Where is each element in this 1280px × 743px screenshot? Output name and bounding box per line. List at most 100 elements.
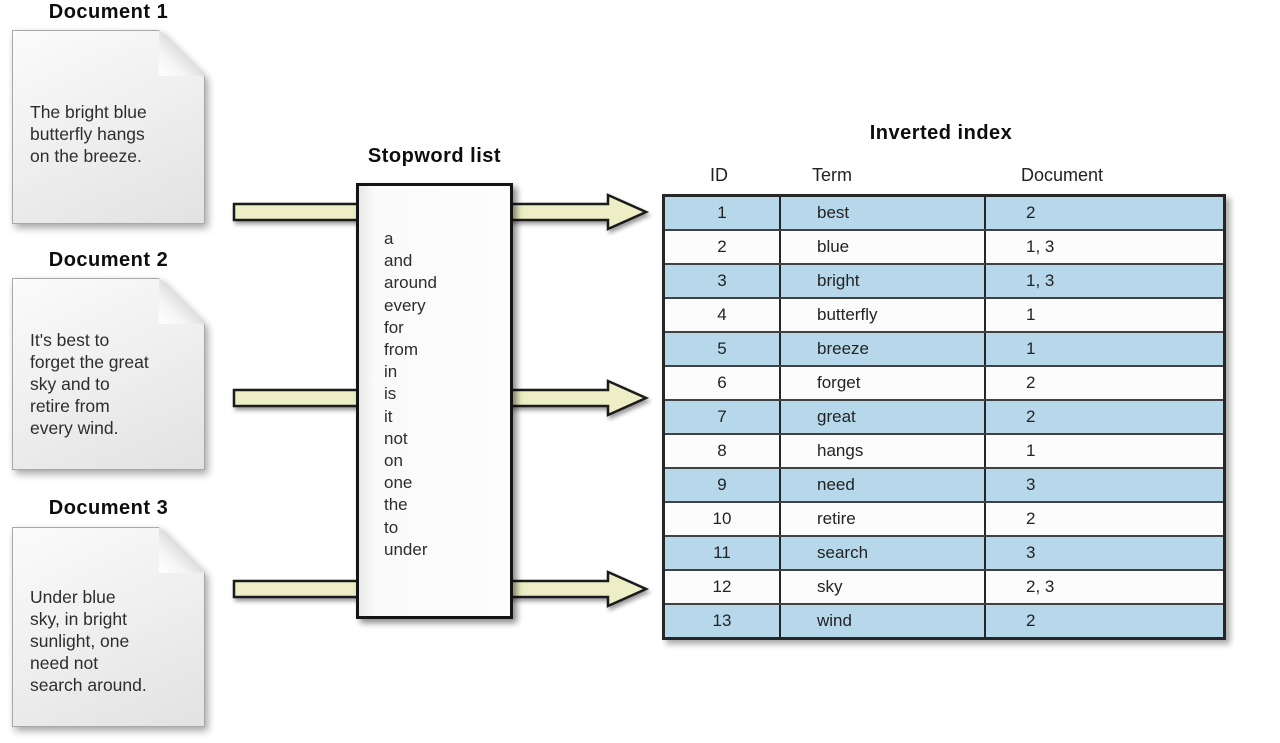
cell-term: sky xyxy=(779,571,984,603)
cell-doc: 1, 3 xyxy=(984,265,1223,297)
cell-term: bright xyxy=(779,265,984,297)
text-line: is xyxy=(384,384,397,404)
cell-doc: 1 xyxy=(984,299,1223,331)
document-2-label: Document 2 xyxy=(48,249,169,271)
cell-id: 10 xyxy=(712,509,732,528)
text-line: The bright blue xyxy=(30,102,147,122)
cell-id: 9 xyxy=(717,475,727,494)
cell-term: forget xyxy=(779,367,984,399)
cell-id: 13 xyxy=(712,611,732,630)
cell-doc: 1 xyxy=(984,333,1223,365)
stopword-list-title: Stopword list xyxy=(367,145,502,167)
cell-id: 1 xyxy=(717,203,727,222)
column-header-document: Document xyxy=(1021,165,1104,185)
text-line: it xyxy=(384,406,393,426)
cell-doc: 3 xyxy=(984,537,1223,569)
text-line: retire from xyxy=(30,396,110,416)
cell-term: wind xyxy=(779,605,984,637)
text-line: the xyxy=(384,495,408,515)
cell-id: 7 xyxy=(717,407,727,426)
cell-term: great xyxy=(779,401,984,433)
column-header-id: ID xyxy=(710,165,728,185)
text-line: under xyxy=(384,539,428,559)
text-line: search around. xyxy=(30,675,147,695)
cell-term: hangs xyxy=(779,435,984,467)
text-line: sky and to xyxy=(30,374,110,394)
cell-doc: 2 xyxy=(984,367,1223,399)
cell-id: 3 xyxy=(717,271,727,290)
inverted-index-title: Inverted index xyxy=(869,122,1013,144)
text-line: on the breeze. xyxy=(30,146,142,166)
text-line: need not xyxy=(30,653,99,673)
text-line: to xyxy=(384,517,399,537)
cell-term: best xyxy=(779,197,984,229)
text-line: sunlight, one xyxy=(30,631,130,651)
cell-term: butterfly xyxy=(779,299,984,331)
text-line: Under blue xyxy=(30,587,116,607)
document-3-label: Document 3 xyxy=(48,497,169,519)
cell-doc: 1, 3 xyxy=(984,231,1223,263)
cell-doc: 2 xyxy=(984,605,1223,637)
cell-id: 4 xyxy=(717,305,727,324)
text-line: from xyxy=(384,340,418,360)
cell-doc: 2 xyxy=(984,197,1223,229)
cell-doc: 3 xyxy=(984,469,1223,501)
cell-id: 8 xyxy=(717,441,727,460)
cell-id: 12 xyxy=(712,577,732,596)
cell-term: blue xyxy=(779,231,984,263)
cell-term: retire xyxy=(779,503,984,535)
cell-term: breeze xyxy=(779,333,984,365)
text-line: forget the great xyxy=(30,352,149,372)
text-line: sky, in bright xyxy=(30,609,127,629)
document-1-label: Document 1 xyxy=(48,1,169,23)
column-header-term: Term xyxy=(812,165,852,185)
cell-id: 11 xyxy=(713,543,731,562)
cell-id: 5 xyxy=(717,339,727,358)
page-fold-corner-icon xyxy=(159,527,205,573)
cell-doc: 2, 3 xyxy=(984,571,1223,603)
cell-doc: 2 xyxy=(984,401,1223,433)
cell-id: 6 xyxy=(717,373,727,392)
cell-id: 2 xyxy=(717,237,727,256)
page-fold-corner-icon xyxy=(159,278,205,324)
text-line: every xyxy=(384,295,426,315)
text-line: on xyxy=(384,451,403,471)
text-line: butterfly hangs xyxy=(30,124,145,144)
cell-term: need xyxy=(779,469,984,501)
text-line: every wind. xyxy=(30,418,119,438)
cell-doc: 1 xyxy=(984,435,1223,467)
text-line: one xyxy=(384,473,413,493)
page-fold-corner-icon xyxy=(159,30,205,76)
text-line: in xyxy=(384,362,398,382)
text-line: for xyxy=(384,317,404,337)
text-line: It's best to xyxy=(30,330,110,350)
text-line: around xyxy=(384,273,437,293)
text-line: a xyxy=(384,229,394,248)
cell-doc: 2 xyxy=(984,503,1223,535)
text-line: not xyxy=(384,428,408,448)
text-line: and xyxy=(384,251,413,271)
